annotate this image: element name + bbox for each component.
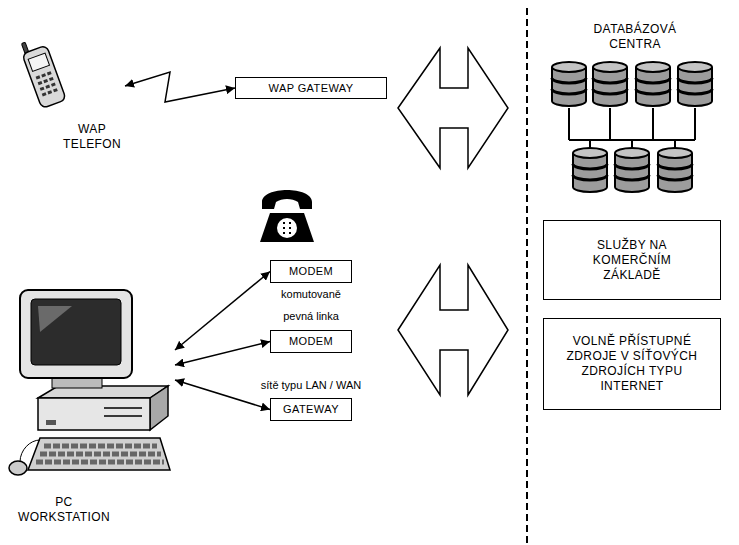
monitor-body [20,290,132,378]
gateway-box: WAP GATEWAY [235,77,387,99]
keyboard-keys [40,452,161,457]
desk-telephone [260,190,314,242]
node-text: GATEWAY [283,402,339,417]
phone-screen [28,53,49,71]
case-front [38,398,150,430]
connection-arrow [175,272,270,351]
mouse [9,461,27,475]
keyboard-keys [36,460,164,465]
database-cylinder [636,62,670,106]
gateway-box: GATEWAY [270,398,352,421]
phone-body [22,45,66,108]
mobile-phone [19,36,67,109]
database-cylinder [593,62,627,106]
hollow-double-arrow [398,265,508,395]
power-button [46,420,56,425]
wireless-link [125,72,235,102]
phone-figure: WAP TELEFON [15,44,125,160]
node-text: MODEM [289,264,333,279]
node-text: PC WORKSTATION [18,495,110,525]
monitor-screen [31,299,121,365]
workstation-illustration [9,290,170,475]
database-cylinder [658,148,692,192]
database-cylinder [573,148,607,192]
node-text: SLUŽBY NA KOMERČNÍM ZÁKLADĚ [576,238,688,283]
connection-type-label: komutovaně [279,288,343,301]
case-side [150,386,168,430]
connection-type-label: pevná linka [281,310,341,323]
database-icons [552,62,712,192]
node-text: DATABÁZOVÁ CENTRA [594,22,677,52]
node-text: VOLNĚ PŘÍSTUPNÉ ZDROJE V SÍŤOVÝCH ZDROJÍ… [556,334,708,394]
hollow-double-arrow [398,48,508,168]
node-text: MODEM [289,334,333,349]
divider-line [526,8,528,545]
database-centre: DATABÁZOVÁ CENTRA [545,18,725,200]
modem-box: MODEM [270,330,352,353]
phone-keypad [36,71,58,96]
screen-reflection [38,306,72,332]
database-cylinder [615,148,649,192]
keyboard-keys [44,444,157,449]
mouse-cable [20,440,40,462]
workstation-figure: PC WORKSTATION [8,285,175,541]
modem-box: MODEM [270,260,352,283]
database-cylinder [678,62,712,106]
node-text: WAP GATEWAY [269,81,354,96]
node-text: WAP TELEFON [63,122,121,152]
database-bus [569,108,695,150]
resource-box: VOLNĚ PŘÍSTUPNÉ ZDROJE V SÍŤOVÝCH ZDROJÍ… [543,318,721,410]
connection-type-label: sítě typu LAN / WAN [259,379,363,392]
connection-arrow [175,342,270,366]
service-box: SLUŽBY NA KOMERČNÍM ZÁKLADĚ [543,220,721,300]
telephone-dial [277,218,297,238]
telephone-keys [283,222,291,234]
database-cylinder [552,62,586,106]
drive-slot [104,408,142,416]
connection-arrow [175,380,270,410]
telephone-handset [262,190,312,209]
keyboard [28,438,170,470]
telephone-body [260,213,314,242]
